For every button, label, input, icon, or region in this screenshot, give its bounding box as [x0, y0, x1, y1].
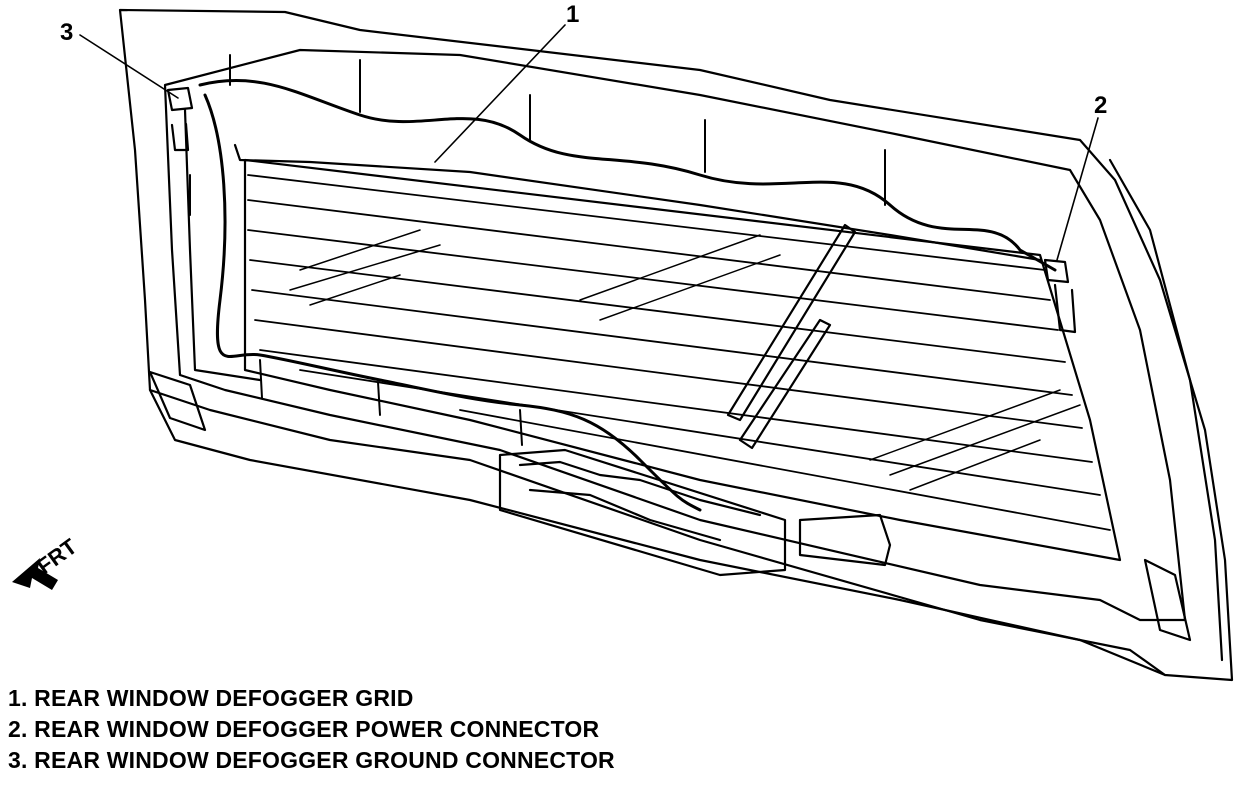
- wiper-blade: [738, 318, 832, 450]
- callout-3: 3: [60, 19, 73, 46]
- callout-2: 2: [1094, 92, 1107, 119]
- harness-clips: [189, 54, 886, 446]
- leader-line-3: [79, 34, 179, 99]
- latch-detail: [518, 460, 762, 542]
- glass-reflections: [289, 229, 1081, 491]
- right-lower-pad: [1143, 558, 1192, 642]
- defogger-grid: [247, 174, 1111, 531]
- liftgate-outline: [118, 8, 1234, 682]
- callout-1: 1: [566, 1, 579, 28]
- legend-item-grid: 1. REAR WINDOW DEFOGGER GRID: [8, 685, 414, 711]
- latch-assembly: [498, 448, 787, 577]
- liftgate-bottom-flange: [148, 388, 1167, 677]
- left-pillar-trim: [183, 108, 262, 382]
- legend: 1. REAR WINDOW DEFOGGER GRID 2. REAR WIN…: [8, 683, 615, 776]
- power-connector: [1043, 258, 1077, 334]
- wiring-harness: [198, 78, 1057, 512]
- ground-connector: [166, 86, 194, 152]
- leader-line-2: [1056, 117, 1099, 261]
- upper-trim-strip: [233, 143, 1042, 262]
- liftgate-inner-rim: [163, 48, 1187, 622]
- legend-item-power-connector: 2. REAR WINDOW DEFOGGER POWER CONNECTOR: [8, 716, 600, 742]
- legend-item-ground-connector: 3. REAR WINDOW DEFOGGER GROUND CONNECTOR: [8, 747, 615, 773]
- left-lower-pad: [148, 370, 207, 432]
- front-arrow-icon: [12, 558, 58, 590]
- wiper-arm: [726, 223, 857, 422]
- leader-line-1: [434, 24, 566, 163]
- handle-connector: [798, 513, 892, 567]
- glass-edge: [243, 158, 1122, 562]
- liftgate-corner-right: [1108, 158, 1224, 662]
